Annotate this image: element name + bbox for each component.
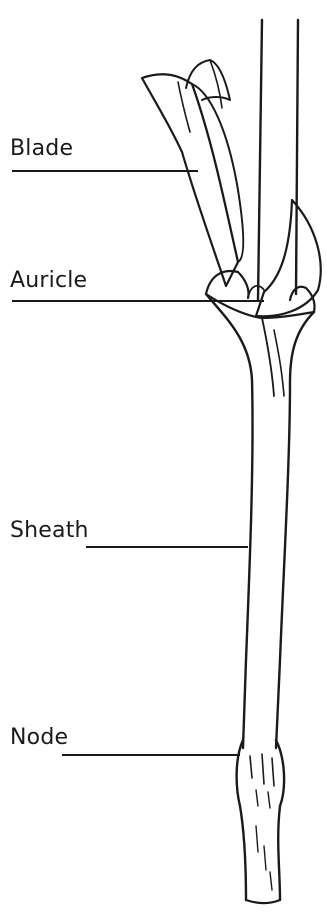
culm — [258, 11, 298, 300]
leader-line-node — [62, 754, 240, 756]
node — [237, 740, 284, 808]
collar-lobe — [256, 200, 321, 316]
internode — [240, 806, 280, 903]
leader-line-blade — [12, 170, 198, 172]
leader-line-auricle — [12, 300, 264, 302]
label-sheath: Sheath — [10, 518, 89, 543]
leaf-sheath — [206, 294, 314, 748]
label-blade: Blade — [10, 136, 73, 161]
leader-line-sheath — [86, 546, 248, 548]
label-auricle: Auricle — [10, 268, 87, 293]
leaf-blade — [142, 60, 243, 286]
label-node: Node — [10, 725, 68, 750]
